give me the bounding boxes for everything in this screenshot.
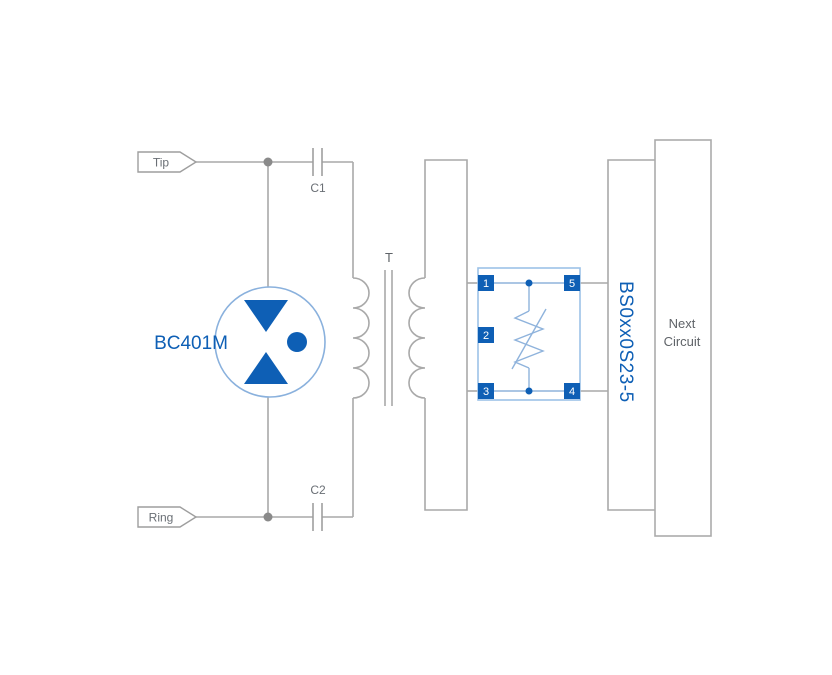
- pin5-label: 5: [569, 278, 575, 290]
- secondary-winding: [408, 277, 426, 399]
- varistor-zigzag-icon: [513, 310, 545, 369]
- junction-dot-tip: [263, 157, 273, 167]
- tip-terminal-tag: [137, 151, 198, 173]
- tip-terminal-label: Tip: [153, 156, 170, 170]
- tip-terminal: Tip: [137, 151, 198, 173]
- pin-4: 4: [564, 383, 580, 399]
- pin2-label: 2: [483, 330, 489, 342]
- bc401m-label: BC401M: [154, 333, 228, 354]
- sidactor-part-number-label: BS0xx0S23-5: [615, 281, 636, 403]
- bc401m-body-circle: [214, 286, 326, 398]
- pin3-pad: [478, 383, 494, 399]
- transformer: T: [352, 250, 426, 406]
- thyristor-up-triangle-icon: [244, 352, 288, 384]
- capacitor-c2: C2: [310, 483, 326, 531]
- primary-winding: [352, 277, 370, 399]
- next-circuit-block: Next Circuit: [654, 139, 712, 537]
- pin1-label: 1: [483, 278, 489, 290]
- pin3-label: 3: [483, 386, 489, 398]
- sidactor-device: 1 2 3 5 4 BS0xx0S23-5: [477, 267, 636, 403]
- gate-dot-icon: [287, 332, 307, 352]
- ring-terminal-label: Ring: [149, 511, 174, 525]
- thyristor-down-triangle-icon: [244, 300, 288, 332]
- bc401m-protector: BC401M: [154, 286, 326, 398]
- pin1-pad: [478, 275, 494, 291]
- wiring: [196, 157, 655, 522]
- c2-label: C2: [310, 483, 326, 497]
- pin-1: 1: [478, 275, 494, 291]
- pin-3: 3: [478, 383, 494, 399]
- wire-secondary-loop: [424, 159, 468, 511]
- ring-terminal: Ring: [137, 506, 198, 528]
- c1-label: C1: [310, 181, 326, 195]
- next-circuit-box: [654, 139, 712, 537]
- pin-5: 5: [564, 275, 580, 291]
- wire-to-next-circuit: [607, 159, 655, 511]
- junction-dot-ring: [263, 512, 273, 522]
- varistor-diagonal-icon: [511, 308, 547, 370]
- pin4-pad: [564, 383, 580, 399]
- transformer-label: T: [385, 250, 393, 265]
- pin5-pad: [564, 275, 580, 291]
- ring-terminal-tag: [137, 506, 198, 528]
- internal-node-dot-top: [525, 279, 533, 287]
- next-circuit-label-line2: Circuit: [664, 334, 701, 349]
- pin2-pad: [478, 327, 494, 343]
- next-circuit-label-line1: Next: [669, 316, 696, 331]
- capacitor-c1: C1: [310, 148, 326, 195]
- pin4-label: 4: [569, 386, 575, 398]
- internal-node-dot-bottom: [525, 387, 533, 395]
- pin-2: 2: [478, 327, 494, 343]
